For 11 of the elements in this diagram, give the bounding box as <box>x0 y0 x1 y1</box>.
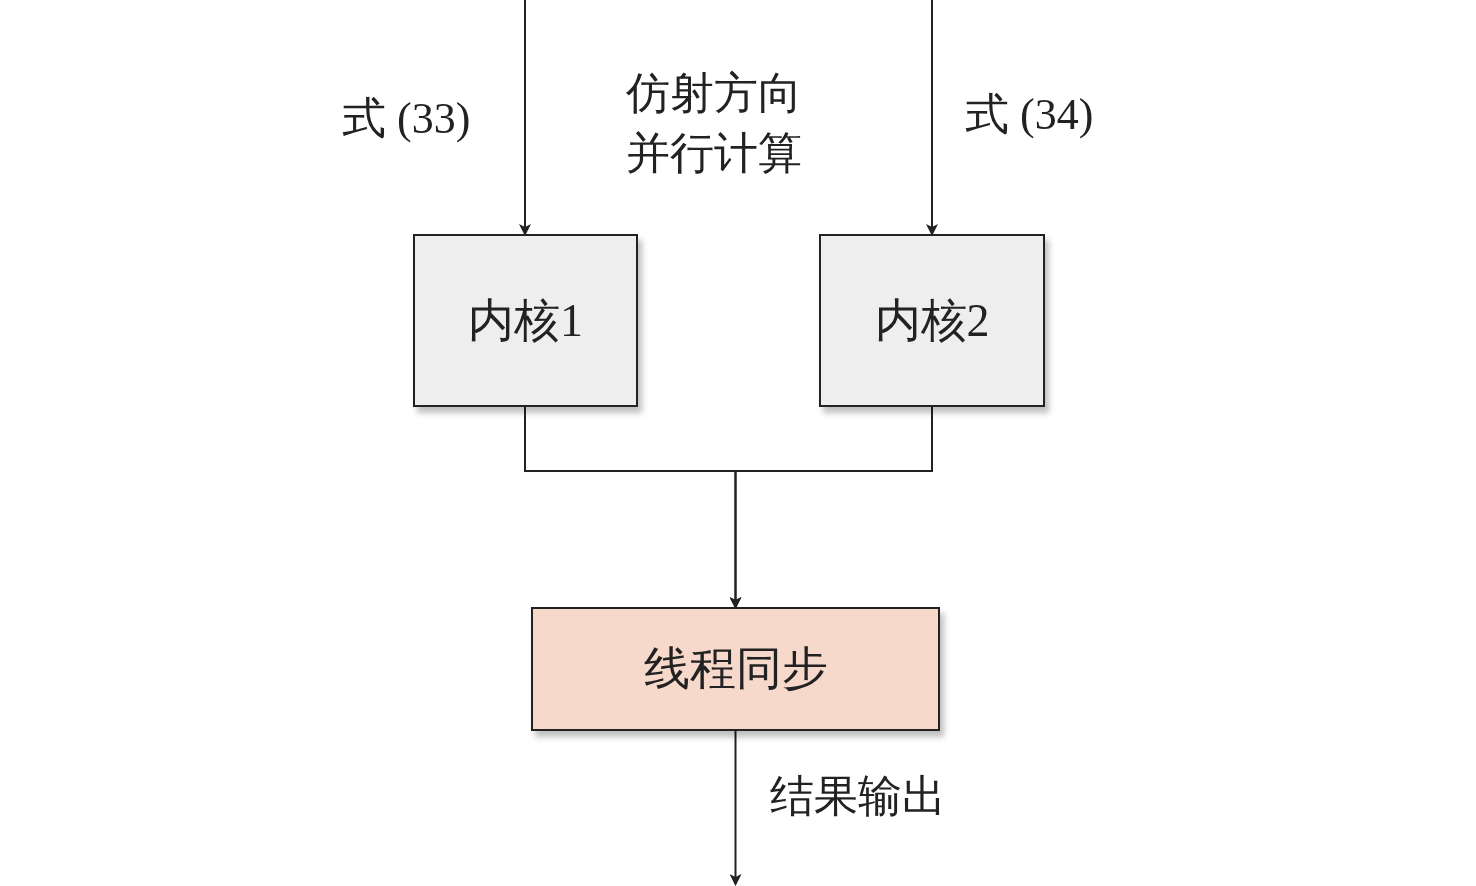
process-box: 线程同步 <box>531 607 940 731</box>
arrow <box>926 0 938 236</box>
arrow <box>729 406 933 609</box>
note-text: 仿射方向并行计算 <box>626 68 803 180</box>
kernel-box: 内核1 <box>413 234 638 407</box>
edge-label: 式 (33) <box>342 93 471 145</box>
kernel-box: 内核2 <box>819 234 1045 407</box>
arrow <box>519 0 531 236</box>
edge-label: 结果输出 <box>770 771 946 823</box>
arrow <box>729 730 742 886</box>
edge-label: 式 (34) <box>965 89 1094 141</box>
